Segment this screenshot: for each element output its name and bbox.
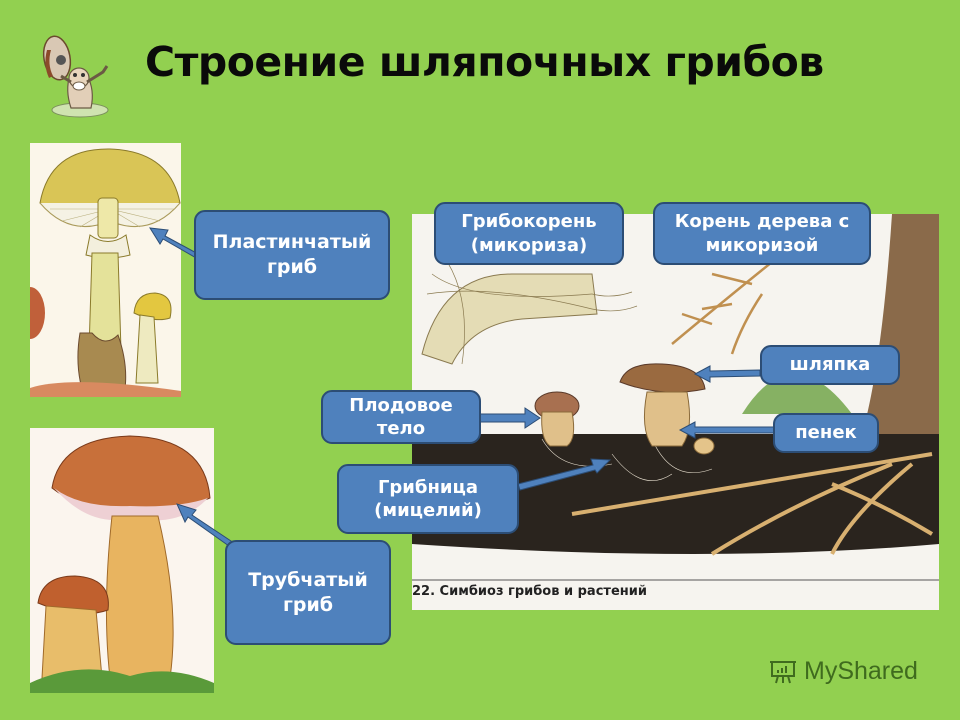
label-cap: шляпка [760, 345, 900, 385]
label-stem: пенек [773, 413, 879, 453]
watermark-text: MyShared [804, 656, 918, 685]
label-mycorrhiza: Грибокорень(микориза) [434, 202, 624, 265]
label-mycelium: Грибница(мицелий) [337, 464, 519, 534]
tubular-mushroom-image [30, 428, 214, 693]
myshared-watermark: MyShared [768, 656, 918, 686]
gilled-mushroom-image [30, 143, 181, 397]
presentation-board-icon [768, 656, 798, 686]
slide-title: Строение шляпочных грибов [145, 38, 824, 86]
symbiosis-diagram-image [412, 214, 939, 610]
mushroom-mascot-icon [35, 20, 120, 120]
diagram-caption: 22. Симбиоз грибов и растений [412, 584, 647, 599]
